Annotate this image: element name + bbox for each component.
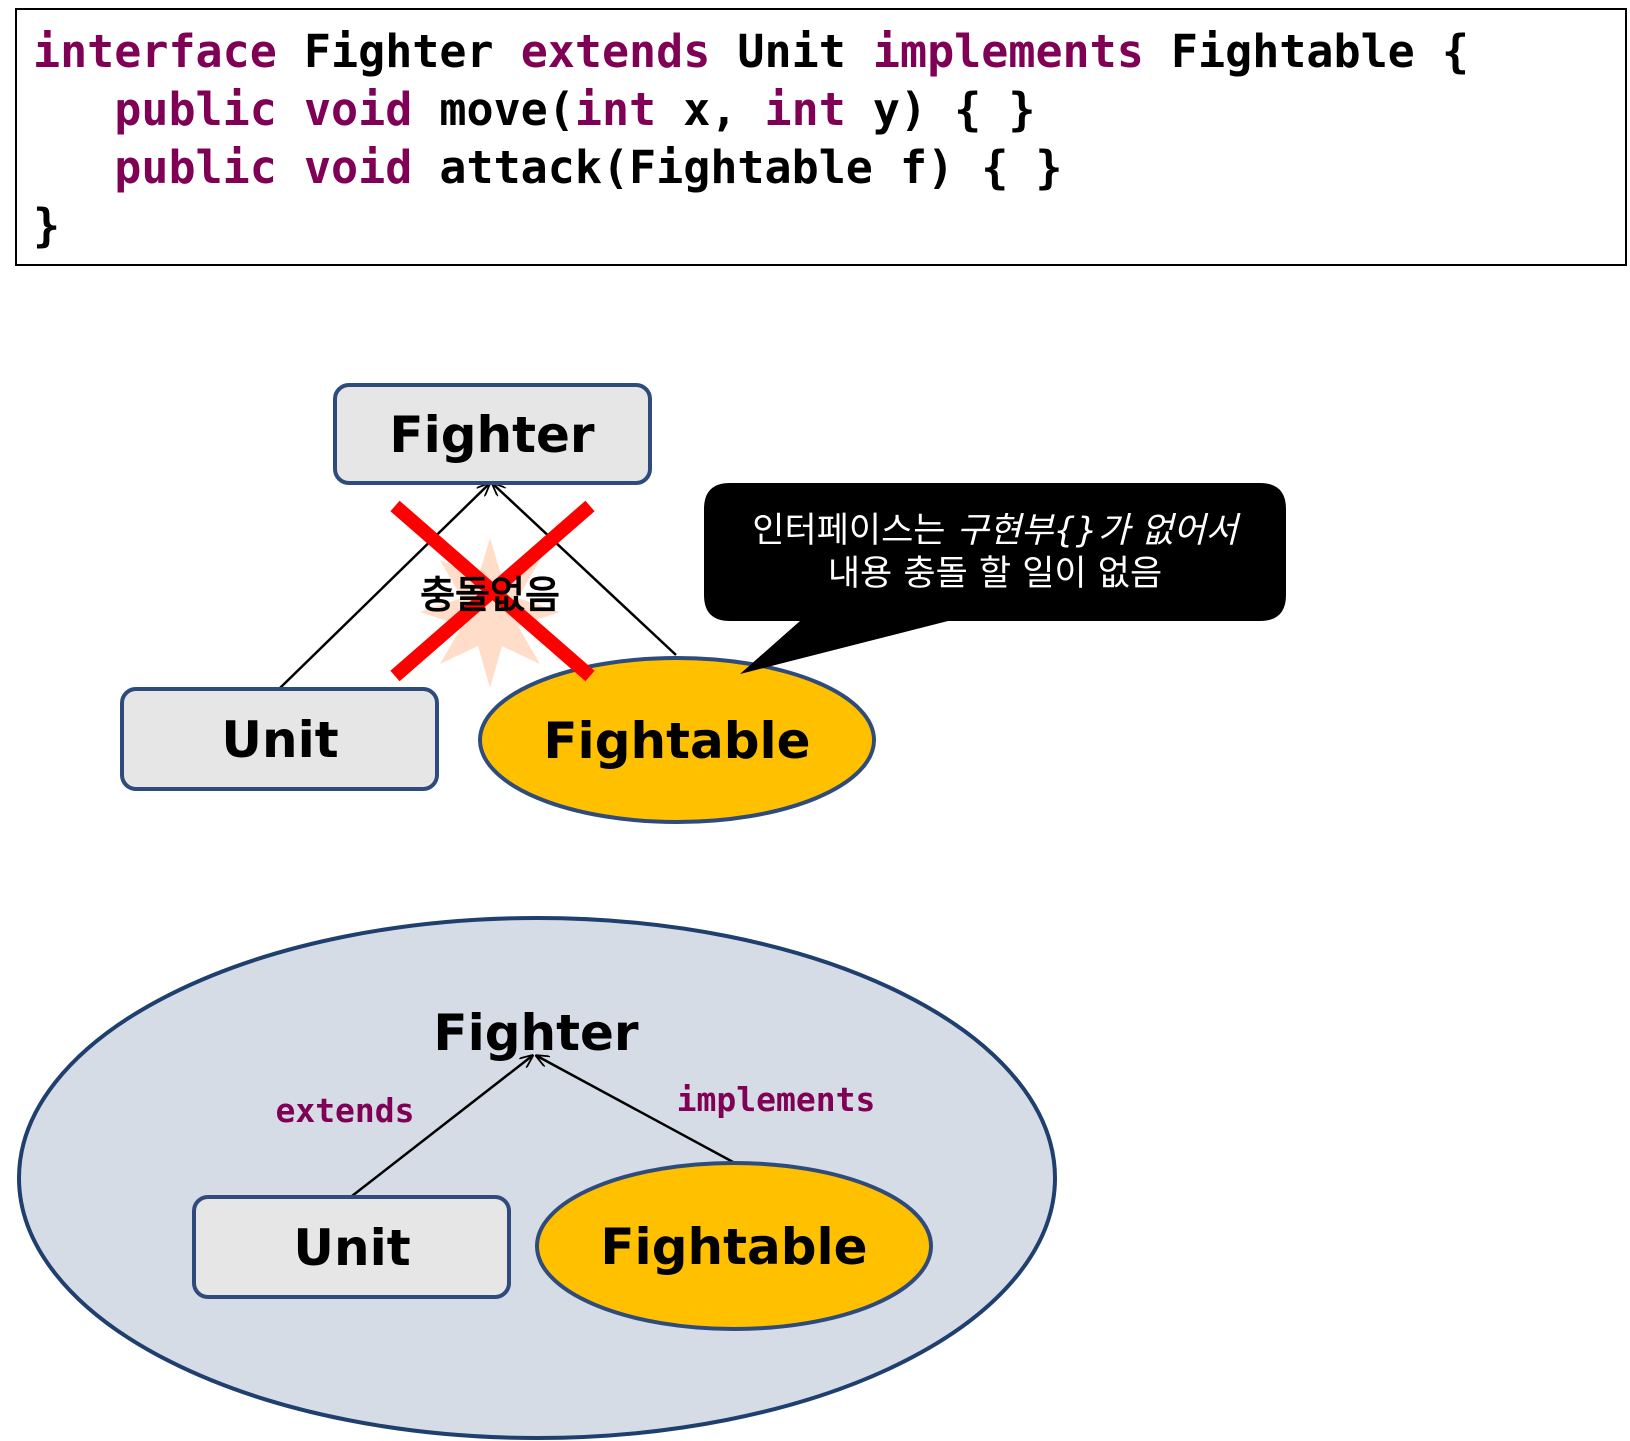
fightable-label-bottom: Fightable: [600, 1218, 867, 1276]
code-line-4: }: [33, 199, 61, 252]
code-line-3: public void attack(Fightable f) { }: [33, 138, 1063, 198]
keyword-void: void: [303, 141, 413, 194]
explosion-burst-icon: [420, 538, 560, 688]
callout-line-2: 내용 충돌 할 일이 없음: [828, 554, 1162, 594]
keyword-extends: extends: [520, 25, 711, 78]
no-conflict-label: 충돌없음: [420, 573, 560, 617]
fighter-label-bottom: Fighter: [433, 1004, 638, 1062]
fighter-box: Fighter: [333, 383, 652, 485]
unit-label-bottom: Unit: [293, 1219, 410, 1277]
unit-box-bottom: Unit: [192, 1195, 511, 1299]
outer-group-ellipse: [17, 916, 1057, 1440]
fightable-ellipse-bottom: Fightable: [535, 1161, 933, 1331]
callout-shape: [704, 483, 1286, 674]
implements-label: implements: [677, 1080, 876, 1119]
code-implemented-interface: Fightable {: [1143, 25, 1469, 78]
fightable-ellipse-bottom-shape: [535, 1161, 933, 1331]
fighter-box-shape: [333, 383, 652, 485]
keyword-interface: interface: [33, 25, 277, 78]
keyword-int: int: [574, 83, 657, 136]
unit-box-shape: [120, 687, 439, 791]
code-line-2: public void move(int x, int y) { }: [33, 80, 1035, 140]
fightable-to-fighter-arrow: [493, 484, 677, 656]
fightable-ellipse-shape: [478, 656, 876, 824]
callout-line-1-plain: 인터페이스는: [752, 511, 956, 551]
fightable-ellipse: Fightable: [478, 656, 876, 824]
code-interface-name: Fighter: [276, 25, 521, 78]
keyword-implements: implements: [872, 25, 1144, 78]
code-parent-class: Unit: [710, 25, 873, 78]
callout-line-1: 인터페이스는 구현부{}가 없어서: [752, 511, 1241, 551]
keyword-void: void: [303, 83, 413, 136]
unit-box-bottom-shape: [192, 1195, 511, 1299]
bottom-diagram: Fighter extends implements Unit Fightabl…: [17, 916, 1057, 1440]
keyword-int: int: [764, 83, 846, 136]
code-param-x: x,: [656, 83, 765, 136]
callout-line-1-italic: 구현부{}가 없어서: [957, 511, 1242, 551]
implements-arrow: [537, 1056, 734, 1164]
cross-stroke-2: [390, 500, 595, 682]
code-param-y: y) { }: [845, 83, 1036, 136]
callout-bubble: 인터페이스는 구현부{}가 없어서 내용 충돌 할 일이 없음: [704, 483, 1286, 674]
red-cross-icon: [390, 500, 595, 682]
code-method-attack: attack(Fightable f) { }: [412, 141, 1063, 194]
extends-label: extends: [275, 1091, 414, 1130]
fightable-label: Fightable: [543, 712, 810, 770]
unit-label: Unit: [221, 711, 338, 769]
keyword-public: public: [114, 83, 277, 136]
top-diagram: Fighter Unit Fightable 충돌없음 인터페이스는 구현부{}…: [120, 383, 1286, 824]
code-block: interface Fighter extends Unit implement…: [15, 8, 1627, 266]
keyword-public: public: [114, 141, 277, 194]
unit-to-fighter-arrow: [279, 484, 489, 689]
code-method-move: move(: [412, 83, 575, 136]
code-line-1: interface Fighter extends Unit implement…: [33, 22, 1469, 82]
fighter-label: Fighter: [389, 406, 594, 464]
unit-box: Unit: [120, 687, 439, 791]
extends-arrow: [351, 1056, 532, 1197]
